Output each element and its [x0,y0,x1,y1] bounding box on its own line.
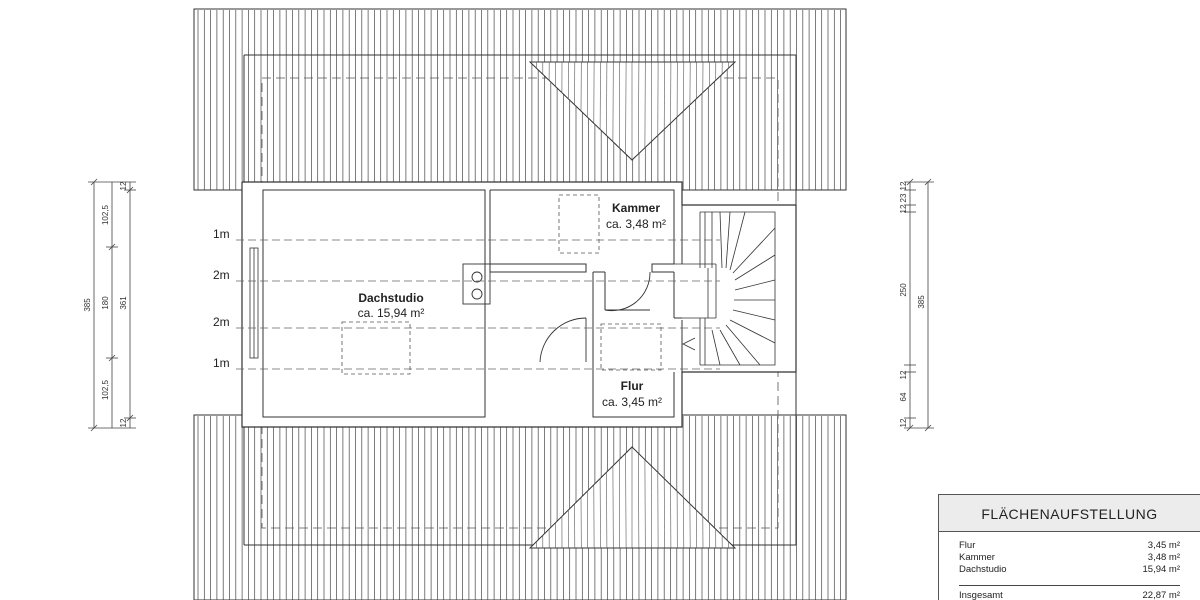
dim-label: 23 [899,193,908,202]
dimension-lines-right [904,178,934,432]
area-row-label: Flur [959,540,976,551]
dim-label: 250 [899,283,908,297]
eave-dashed-lines [261,77,779,529]
dormer-top [528,61,737,161]
room-area: ca. 3,48 m² [606,217,666,231]
building-mask [242,182,682,427]
area-row-label: Dachstudio [959,564,1007,575]
room-area: ca. 15,94 m² [358,306,425,320]
dimension-labels-right: 12 23 12 250 12 64 12 385 [899,181,926,427]
area-schedule-rows: Flur 3,45 m² Kammer 3,48 m² Dachstudio 1… [939,532,1200,600]
room-area: ca. 3,45 m² [602,395,662,409]
dimension-lines-left [88,178,136,432]
dim-label: 361 [119,296,128,310]
area-total-value: 22,87 m² [1142,590,1181,600]
dim-label: 12 [899,204,908,213]
dim-label: 102,5 [101,379,110,400]
outer-walls [241,181,797,428]
area-schedule-table: FLÄCHENAUFSTELLUNG Flur 3,45 m² Kammer 3… [938,494,1200,600]
height-label: 2m [213,315,230,329]
room-name: Dachstudio [358,291,423,305]
dormer-bottom [528,446,737,549]
dim-label: 385 [83,298,92,312]
window-left [249,247,259,359]
room-label-dachstudio: Dachstudio ca. 15,94 m² [358,291,425,320]
dim-label: 102,5 [101,204,110,225]
interior-walls [262,189,683,418]
kitchenette [462,263,491,305]
area-row: Flur 3,45 m² [959,540,1180,552]
dim-label: 12 [899,418,908,427]
dim-label: 12 [899,370,908,379]
dim-label: 12 [119,181,128,190]
dim-label: 64 [899,392,908,401]
room-label-kammer: Kammer ca. 3,48 m² [606,201,666,231]
area-row: Kammer 3,48 m² [959,552,1180,564]
area-total-label: Insgesamt [959,590,1003,600]
area-total-row: Insgesamt 22,87 m² [959,590,1180,600]
room-name: Flur [621,379,644,393]
area-row-value: 3,45 m² [1147,540,1180,551]
dim-label: 180 [101,296,110,310]
height-label: 1m [213,356,230,370]
area-separator [959,585,1180,586]
door-swing-flur [539,317,587,363]
area-row-value: 15,94 m² [1142,564,1181,575]
room-name: Kammer [612,201,660,215]
area-schedule-title: FLÄCHENAUFSTELLUNG [939,495,1200,532]
staircase [674,211,776,366]
height-lines [236,239,720,370]
dim-label: 12 [119,418,128,427]
dim-label: 385 [917,295,926,309]
height-labels: 1m 2m 2m 1m [213,227,230,370]
dimension-labels-left: 385 102,5 180 102,5 361 12 12 [83,181,128,427]
height-label: 2m [213,268,230,282]
height-label: 1m [213,227,230,241]
dim-label: 12 [899,181,908,190]
skylights [341,194,662,375]
area-row-value: 3,48 m² [1147,552,1180,563]
area-row-label: Kammer [959,552,995,563]
area-row: Dachstudio 15,94 m² [959,564,1180,576]
door-swing-kammer [604,271,651,312]
room-label-flur: Flur ca. 3,45 m² [602,379,662,409]
